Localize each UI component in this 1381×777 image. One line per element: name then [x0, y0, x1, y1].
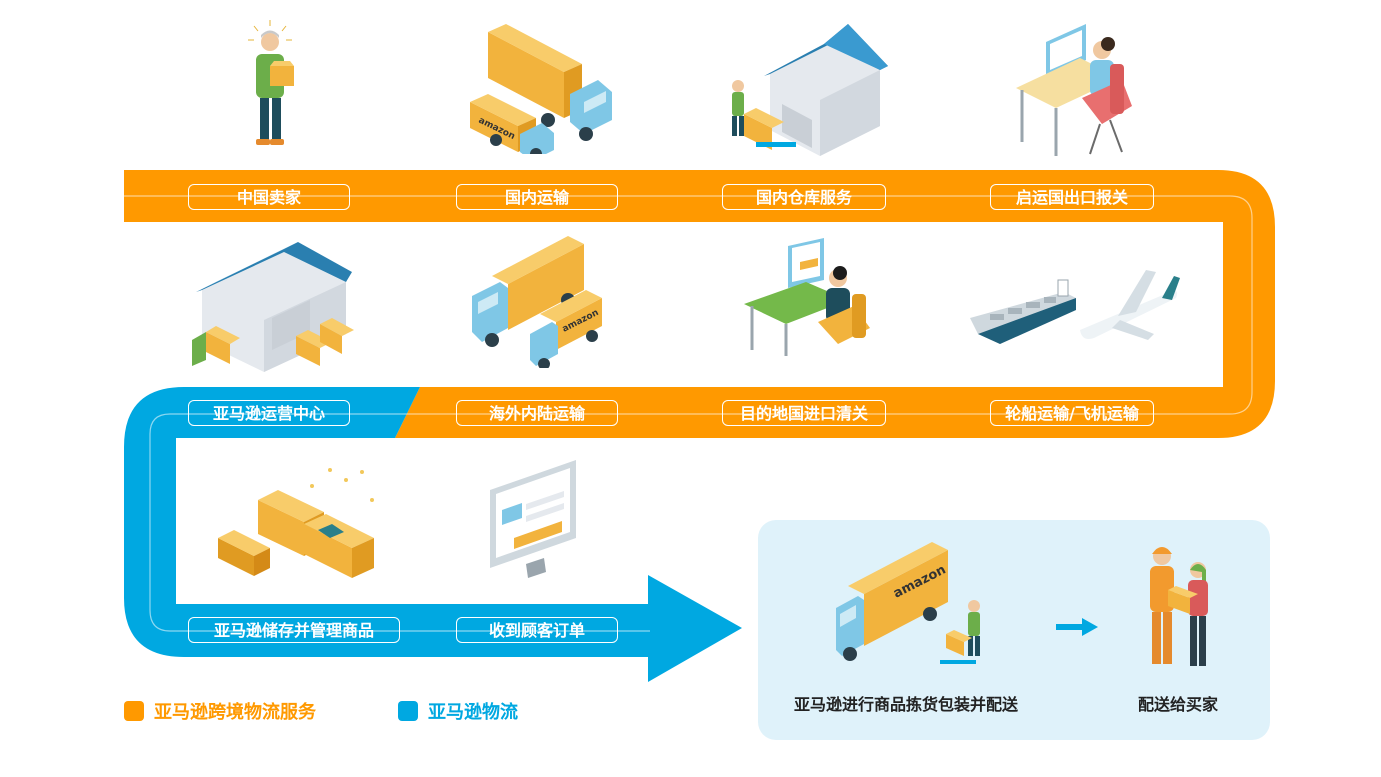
step-label-customer-order: 收到顾客订单 [456, 617, 618, 643]
step-label-china-seller: 中国卖家 [188, 184, 350, 210]
overseas-truck-icon: amazon [472, 236, 602, 368]
ship-and-plane-icon [970, 270, 1180, 344]
delivery-truck-worker-icon: amazon [836, 542, 980, 664]
step-label-sea-air-freight: 轮船运输/飞机运输 [990, 400, 1154, 426]
blue-flow-band [124, 387, 742, 682]
flow-rail-line [124, 195, 1253, 632]
legend-label-fba: 亚马逊物流 [428, 702, 518, 723]
step-label-fulfillment-center: 亚马逊运营中心 [188, 400, 350, 426]
orange-flow-band-top [124, 170, 1275, 438]
seller-person-icon [248, 20, 294, 145]
import-clearance-desk-icon [744, 238, 870, 356]
domestic-trucks-icon: amazon [470, 24, 612, 154]
domestic-warehouse-icon [732, 24, 888, 156]
step-label-storage: 亚马逊储存并管理商品 [188, 617, 400, 643]
pick-pack-caption: 亚马逊进行商品拣货包装并配送 [794, 695, 1019, 714]
step-label-overseas-inland: 海外内陆运输 [456, 400, 618, 426]
deliver-to-buyer-caption: 配送给买家 [1138, 695, 1219, 714]
fulfillment-center-icon [192, 242, 354, 372]
handover-people-icon [1150, 547, 1208, 666]
legend-label-cross-border: 亚马逊跨境物流服务 [154, 702, 316, 723]
orange-swatch [124, 701, 144, 721]
legend-item-fba: 亚马逊物流 [398, 699, 518, 723]
order-monitor-icon [490, 460, 576, 578]
step-label-domestic-warehouse: 国内仓库服务 [722, 184, 886, 210]
arrow-right-icon [1056, 618, 1098, 636]
blue-swatch [398, 701, 418, 721]
export-declaration-desk-icon [1016, 24, 1132, 156]
step-label-export-customs: 启运国出口报关 [990, 184, 1154, 210]
legend-item-cross-border: 亚马逊跨境物流服务 [124, 699, 316, 723]
step-label-import-clearance: 目的地国进口清关 [722, 400, 886, 426]
stacked-boxes-icon [218, 468, 374, 578]
step-label-domestic-transport: 国内运输 [456, 184, 618, 210]
